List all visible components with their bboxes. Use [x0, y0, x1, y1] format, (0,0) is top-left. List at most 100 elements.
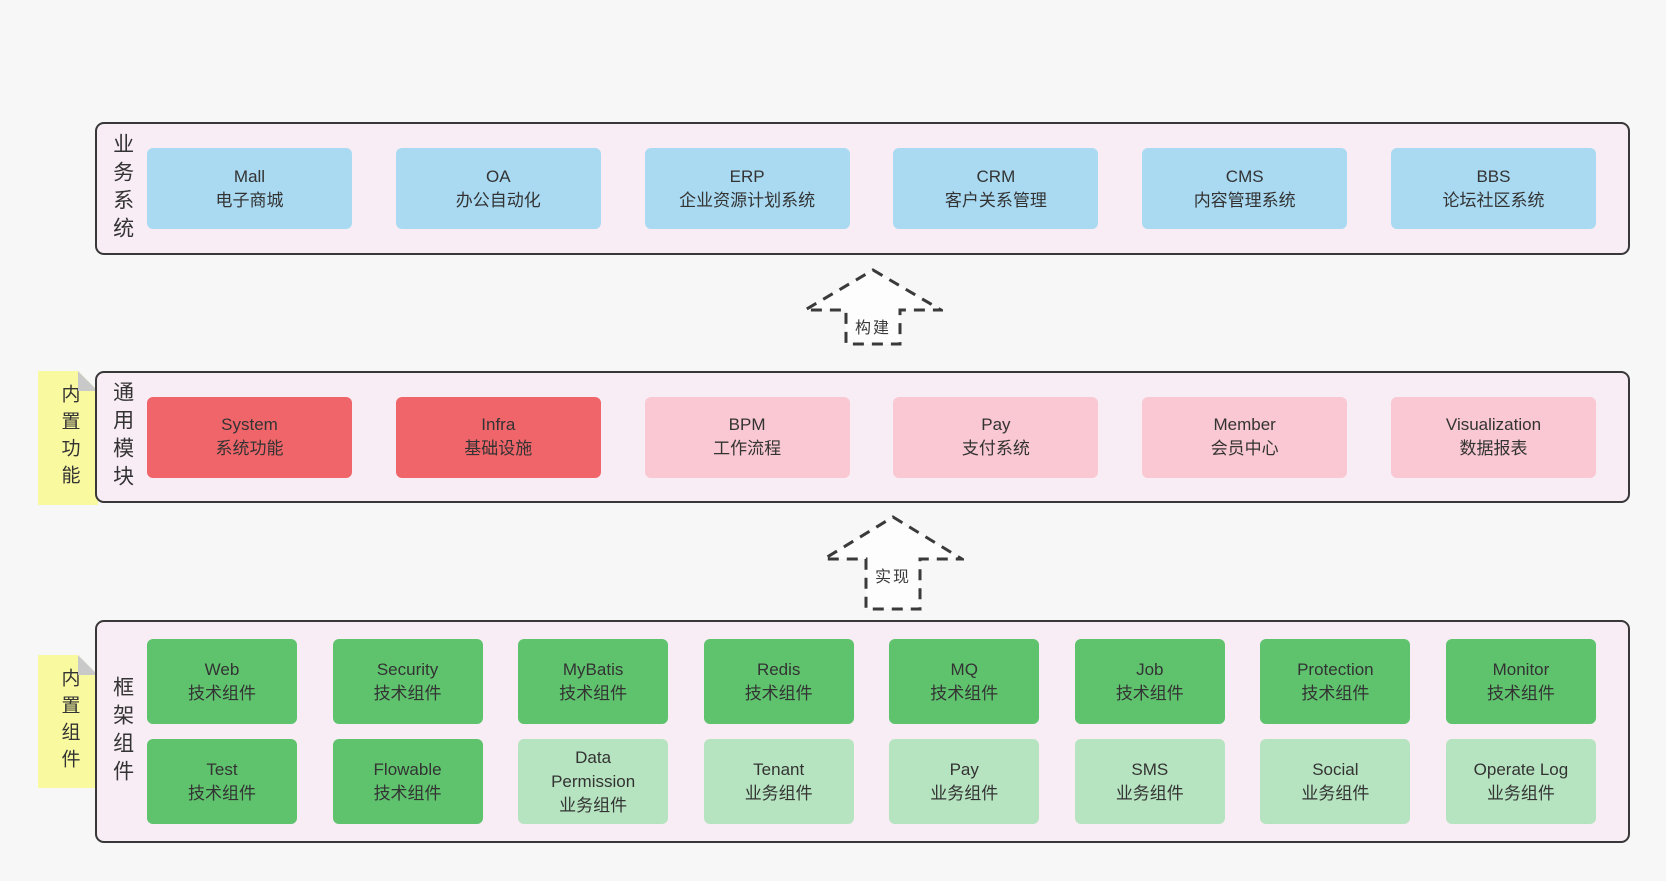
section-label-column: 通用模块: [97, 373, 147, 501]
arrow-implement: 实现: [822, 515, 964, 611]
module-description: 业务组件: [1301, 783, 1370, 803]
module-name: CMS: [1225, 166, 1264, 186]
section-common-modules: 通用模块 System 系统功能 Infra 基础设施 BPM 工作流程 Pay 支付系统 Me…: [95, 371, 1630, 503]
module-description: 客户关系管理: [944, 190, 1047, 210]
module-name: Member: [1213, 415, 1276, 434]
module-description: 办公自动化: [455, 190, 541, 210]
module-box-protection: Protection 技术组件: [1260, 639, 1411, 724]
module-name: Data Permission: [551, 747, 636, 791]
module-box-system: System 系统功能: [147, 396, 352, 478]
module-box-job: Job 技术组件: [1074, 639, 1225, 724]
module-description: 技术组件: [373, 683, 442, 703]
module-box-bbs: BBS 论坛社区系统: [1390, 148, 1596, 229]
arrow-build: 构建: [803, 268, 943, 346]
section-title: 框架组件: [110, 675, 134, 788]
module-box-operate-log: Operate Log 业务组件: [1445, 739, 1596, 824]
module-name: BBS: [1476, 166, 1511, 186]
module-name: Visualization: [1445, 415, 1542, 434]
module-description: 业务组件: [1115, 783, 1184, 803]
sticky-note-builtin-features: 内置功能: [38, 371, 98, 505]
module-name: MQ: [950, 659, 978, 679]
module-box-bpm: BPM 工作流程: [644, 396, 850, 478]
module-description: 支付系统: [961, 439, 1030, 458]
module-box-sms: SMS 业务组件: [1074, 739, 1225, 824]
module-description: 企业资源计划系统: [679, 190, 816, 210]
module-description: 技术组件: [1115, 683, 1184, 703]
module-name: Job: [1136, 659, 1164, 679]
module-box-crm: CRM 客户关系管理: [893, 148, 1099, 229]
module-box-visualization: Visualization 数据报表: [1390, 396, 1596, 478]
sticky-note-builtin-components: 内置组件: [38, 655, 98, 788]
module-description: 系统功能: [215, 439, 284, 458]
module-box-cms: CMS 内容管理系统: [1142, 148, 1348, 229]
module-name: System: [221, 415, 278, 434]
module-name: CRM: [976, 166, 1016, 186]
module-name: Tenant: [753, 759, 805, 779]
sticky-note-label: 内置功能: [58, 384, 80, 492]
module-description: 电子商城: [215, 190, 284, 210]
module-name: Operate Log: [1473, 759, 1569, 779]
module-name: Monitor: [1492, 659, 1550, 679]
module-description: 技术组件: [1486, 683, 1555, 703]
module-name: Test: [206, 759, 238, 779]
dashed-up-arrow-icon: [803, 268, 943, 346]
module-description: 业务组件: [559, 795, 628, 815]
arrow-label: 构建: [854, 320, 891, 337]
module-name: OA: [486, 166, 511, 186]
module-name: Security: [376, 659, 439, 679]
module-description: 技术组件: [373, 783, 442, 803]
sticky-note-label: 内置组件: [58, 667, 80, 776]
module-box-mq: MQ 技术组件: [889, 639, 1040, 724]
section-title: 通用模块: [110, 381, 134, 493]
module-name: Web: [204, 659, 240, 679]
module-name: SMS: [1131, 759, 1169, 779]
module-box-security: Security 技术组件: [332, 639, 483, 724]
module-description: 技术组件: [930, 683, 999, 703]
module-name: MyBatis: [562, 659, 624, 679]
dashed-up-arrow-icon: [822, 515, 964, 611]
arrow-label: 实现: [874, 569, 911, 586]
module-description: 技术组件: [188, 683, 256, 703]
module-name: Pay: [981, 415, 1011, 434]
module-box-tenant: Tenant 业务组件: [703, 739, 854, 824]
module-box-oa: OA 办公自动化: [395, 148, 601, 229]
module-description: 技术组件: [1301, 683, 1370, 703]
module-description: 内容管理系统: [1193, 190, 1296, 210]
module-description: 技术组件: [188, 783, 256, 803]
module-description: 业务组件: [744, 783, 813, 803]
module-description: 业务组件: [1486, 783, 1555, 803]
module-box-infra: Infra 基础设施: [395, 396, 601, 478]
module-box-mall: Mall 电子商城: [147, 148, 352, 229]
module-description: 工作流程: [713, 439, 782, 458]
section-framework-components: 框架组件 Web 技术组件 Security 技术组件 MyBatis 技术组件 Redis…: [95, 620, 1630, 843]
module-box-web: Web 技术组件: [147, 639, 297, 724]
module-box-social: Social 业务组件: [1260, 739, 1411, 824]
module-description: 基础设施: [464, 439, 533, 458]
module-name: Redis: [756, 659, 801, 679]
module-name: Infra: [481, 415, 516, 434]
module-name: Protection: [1297, 659, 1374, 679]
module-box-test: Test 技术组件: [147, 739, 297, 824]
module-description: 数据报表: [1459, 439, 1528, 458]
module-name: Mall: [233, 166, 266, 186]
module-description: 论坛社区系统: [1442, 190, 1545, 210]
module-name: Flowable: [373, 759, 442, 779]
section-label-column: 业务系统: [97, 124, 147, 253]
section-label-column: 框架组件: [97, 622, 147, 841]
module-name: Social: [1312, 759, 1359, 779]
module-name: BPM: [728, 415, 766, 434]
module-box-monitor: Monitor 技术组件: [1445, 639, 1596, 724]
